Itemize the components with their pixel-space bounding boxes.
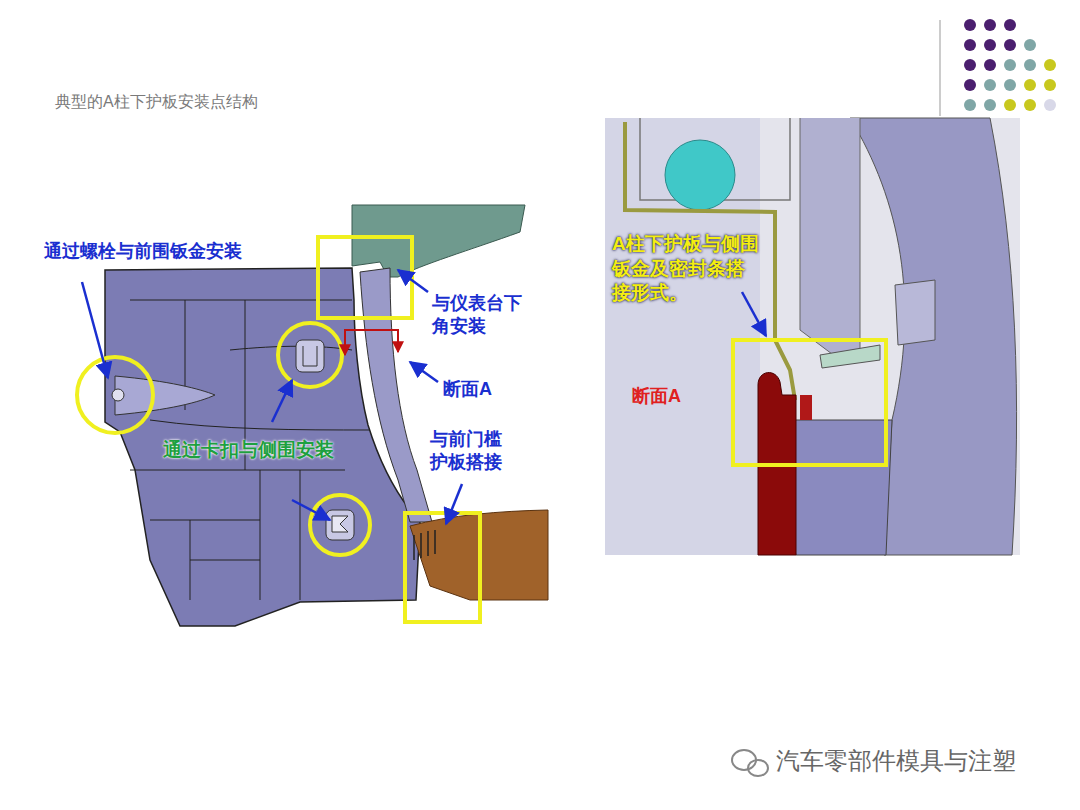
section-label: 断面A (443, 378, 492, 401)
callout-text: 与前门槛护板搭接 (430, 428, 512, 475)
slide-title: 典型的A柱下护板安装点结构 (55, 92, 258, 113)
watermark: 汽车零部件模具与注塑 (776, 745, 1016, 776)
callout-text: A柱下护板与侧围钣金及密封条搭接形式。 (612, 232, 762, 306)
left-view (77, 205, 548, 626)
section-label: 断面A (632, 385, 681, 408)
callout-text: 通过卡扣与侧围安装 (163, 438, 334, 463)
callout-text: 通过螺栓与前围钣金安装 (44, 240, 242, 263)
callout-text: 与仪表台下角安装 (432, 292, 532, 339)
section-view (605, 118, 1020, 555)
watermark-icon (732, 750, 768, 776)
dot-grid (940, 19, 1056, 116)
